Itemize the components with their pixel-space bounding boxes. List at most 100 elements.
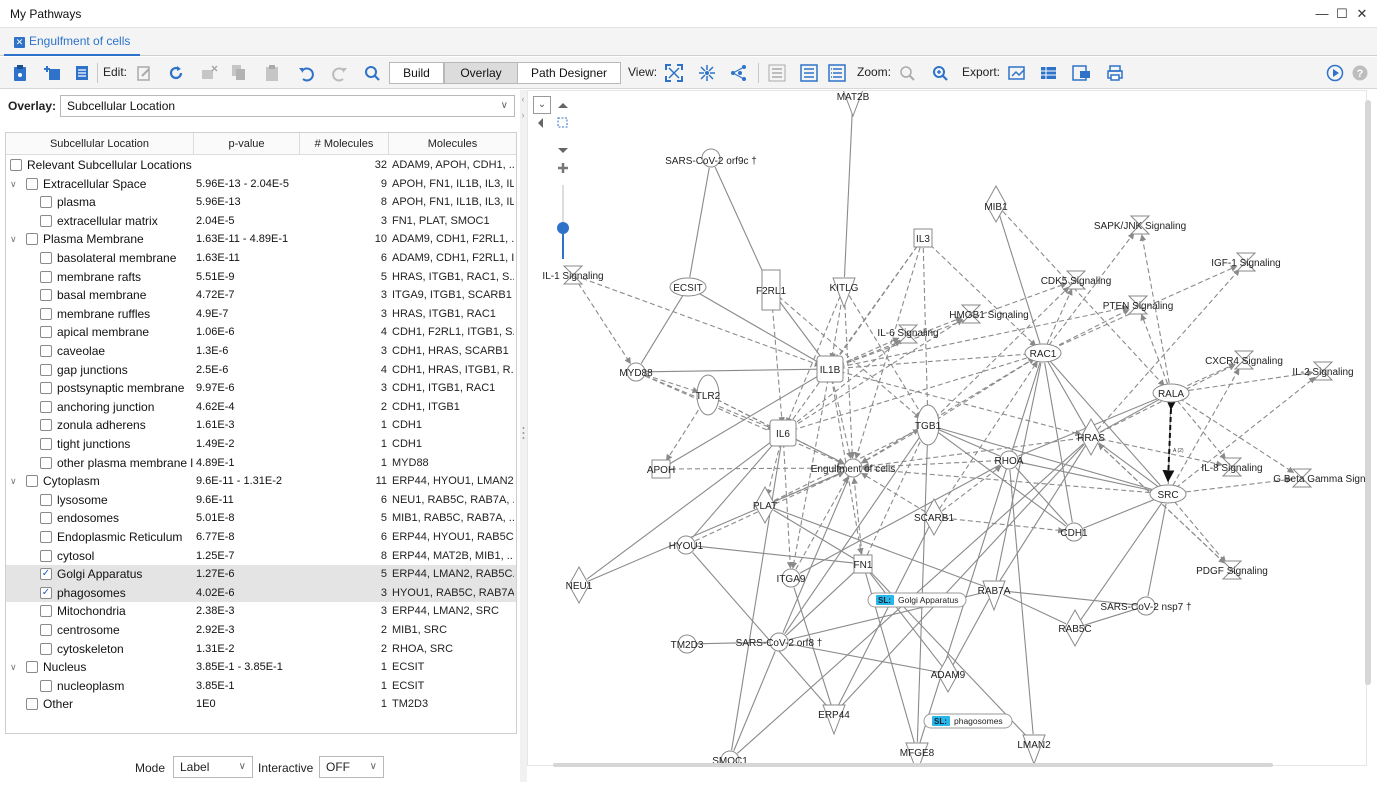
network-node[interactable]: IL-2 Signaling bbox=[1292, 361, 1354, 381]
row-checkbox[interactable] bbox=[26, 177, 38, 190]
expand-toggle-icon[interactable]: ∨ bbox=[10, 178, 17, 189]
overlay-tag[interactable]: SL:Golgi Apparatus bbox=[867, 592, 967, 608]
export-doc-icon[interactable] bbox=[1072, 64, 1092, 82]
export-image-icon[interactable] bbox=[1008, 64, 1028, 82]
row-checkbox[interactable] bbox=[40, 345, 52, 357]
network-node[interactable]: CDH1 bbox=[1060, 522, 1088, 542]
pan-zoom-controls[interactable] bbox=[533, 99, 583, 259]
overlay-select[interactable]: Subcellular Location ∨ bbox=[60, 95, 515, 117]
network-node[interactable]: IL-8 Signaling bbox=[1201, 457, 1263, 477]
network-node[interactable]: SARS-CoV-2 orf8 † bbox=[736, 632, 823, 652]
row-checkbox[interactable] bbox=[26, 698, 38, 711]
paste-icon[interactable] bbox=[262, 64, 282, 82]
row-checkbox[interactable] bbox=[26, 475, 38, 488]
network-node[interactable]: LMAN2 bbox=[1017, 734, 1051, 766]
row-checkbox[interactable] bbox=[40, 270, 52, 283]
panel-splitter[interactable]: ‹› bbox=[520, 90, 527, 782]
network-node[interactable]: TM2D3 bbox=[671, 634, 704, 654]
network-node[interactable]: MFGE8 bbox=[900, 742, 935, 774]
network-node[interactable]: ITGA9 bbox=[777, 568, 806, 588]
list-view-icon[interactable] bbox=[767, 64, 787, 82]
network-node[interactable]: ERP44 bbox=[818, 704, 850, 736]
network-node[interactable]: PLAT bbox=[753, 485, 777, 525]
layout-tree-icon[interactable] bbox=[729, 64, 749, 82]
search-path-icon[interactable] bbox=[362, 64, 382, 82]
edit-icon[interactable] bbox=[134, 64, 154, 82]
network-node[interactable]: TGB1 bbox=[915, 404, 942, 446]
network-node[interactable]: IGF-1 Signaling bbox=[1211, 252, 1281, 272]
network-node[interactable]: PDGF Signaling bbox=[1196, 560, 1268, 580]
delete-icon[interactable] bbox=[199, 64, 219, 82]
horizontal-scrollbar[interactable] bbox=[553, 763, 1273, 767]
close-button[interactable]: ✕ bbox=[1356, 6, 1368, 21]
row-checkbox[interactable] bbox=[40, 549, 52, 562]
interactive-select[interactable]: OFF∨ bbox=[319, 756, 384, 778]
add-molecules-icon[interactable] bbox=[42, 64, 62, 82]
network-node[interactable]: MAT2B bbox=[837, 86, 870, 118]
network-node[interactable]: HMGB1 Signaling bbox=[949, 304, 1029, 324]
clipboard-icon[interactable] bbox=[10, 64, 30, 82]
network-node[interactable]: CXCR4 Signaling bbox=[1205, 350, 1283, 370]
network-node[interactable]: APOH bbox=[647, 459, 675, 479]
network-node[interactable]: IL-1 Signaling bbox=[542, 265, 604, 285]
row-checkbox[interactable] bbox=[40, 438, 52, 450]
network-node[interactable]: RAB7A bbox=[978, 580, 1011, 612]
network-node[interactable]: IL3 bbox=[913, 228, 933, 248]
network-node[interactable]: ADAM9 bbox=[931, 654, 966, 694]
row-checkbox[interactable] bbox=[40, 326, 52, 339]
col-header-molecules[interactable]: Molecules bbox=[389, 133, 516, 155]
mode-overlay-button[interactable]: Overlay bbox=[444, 62, 518, 84]
row-checkbox[interactable]: ✓ bbox=[40, 568, 52, 581]
network-node[interactable]: IL1B bbox=[816, 355, 844, 383]
tab-engulfment[interactable]: ✕Engulfment of cells bbox=[4, 30, 141, 56]
list-icon[interactable] bbox=[72, 64, 92, 82]
network-node[interactable]: ECSIT bbox=[669, 277, 707, 297]
help-icon[interactable]: ? bbox=[1350, 64, 1370, 82]
expand-toggle-icon[interactable]: ∨ bbox=[10, 234, 17, 245]
row-checkbox[interactable] bbox=[40, 382, 52, 395]
fit-view-icon[interactable] bbox=[664, 64, 684, 82]
network-node[interactable]: MIB1 bbox=[984, 184, 1008, 224]
zoom-fit-icon[interactable] bbox=[897, 64, 917, 82]
collapse-controls-icon[interactable]: ⌄ bbox=[533, 96, 551, 114]
row-checkbox[interactable] bbox=[40, 624, 52, 636]
network-node[interactable]: RALA bbox=[1152, 383, 1190, 403]
table-view-icon[interactable] bbox=[827, 64, 847, 82]
row-checkbox[interactable] bbox=[40, 307, 52, 320]
network-node[interactable]: FN1 bbox=[853, 554, 873, 574]
col-header-pvalue[interactable]: p-value bbox=[194, 133, 300, 155]
network-node[interactable]: RHOA bbox=[995, 450, 1024, 470]
redo-icon[interactable] bbox=[330, 64, 350, 82]
row-checkbox[interactable] bbox=[40, 363, 52, 376]
network-node[interactable]: MYD88 bbox=[619, 362, 653, 382]
mode-select[interactable]: Label∨ bbox=[173, 756, 253, 778]
network-node[interactable]: PTEN Signaling bbox=[1103, 295, 1174, 315]
row-checkbox[interactable] bbox=[40, 289, 52, 302]
undo-icon[interactable] bbox=[296, 64, 316, 82]
network-node[interactable]: RAB5C bbox=[1058, 608, 1092, 648]
row-checkbox[interactable] bbox=[40, 512, 52, 525]
network-node[interactable]: IL6 bbox=[769, 419, 797, 447]
network-node[interactable]: SAPK/JNK Signaling bbox=[1094, 215, 1186, 235]
row-checkbox[interactable] bbox=[40, 456, 52, 469]
network-node[interactable]: HYOU1 bbox=[669, 535, 704, 555]
network-node[interactable]: CDK5 Signaling bbox=[1041, 270, 1112, 290]
